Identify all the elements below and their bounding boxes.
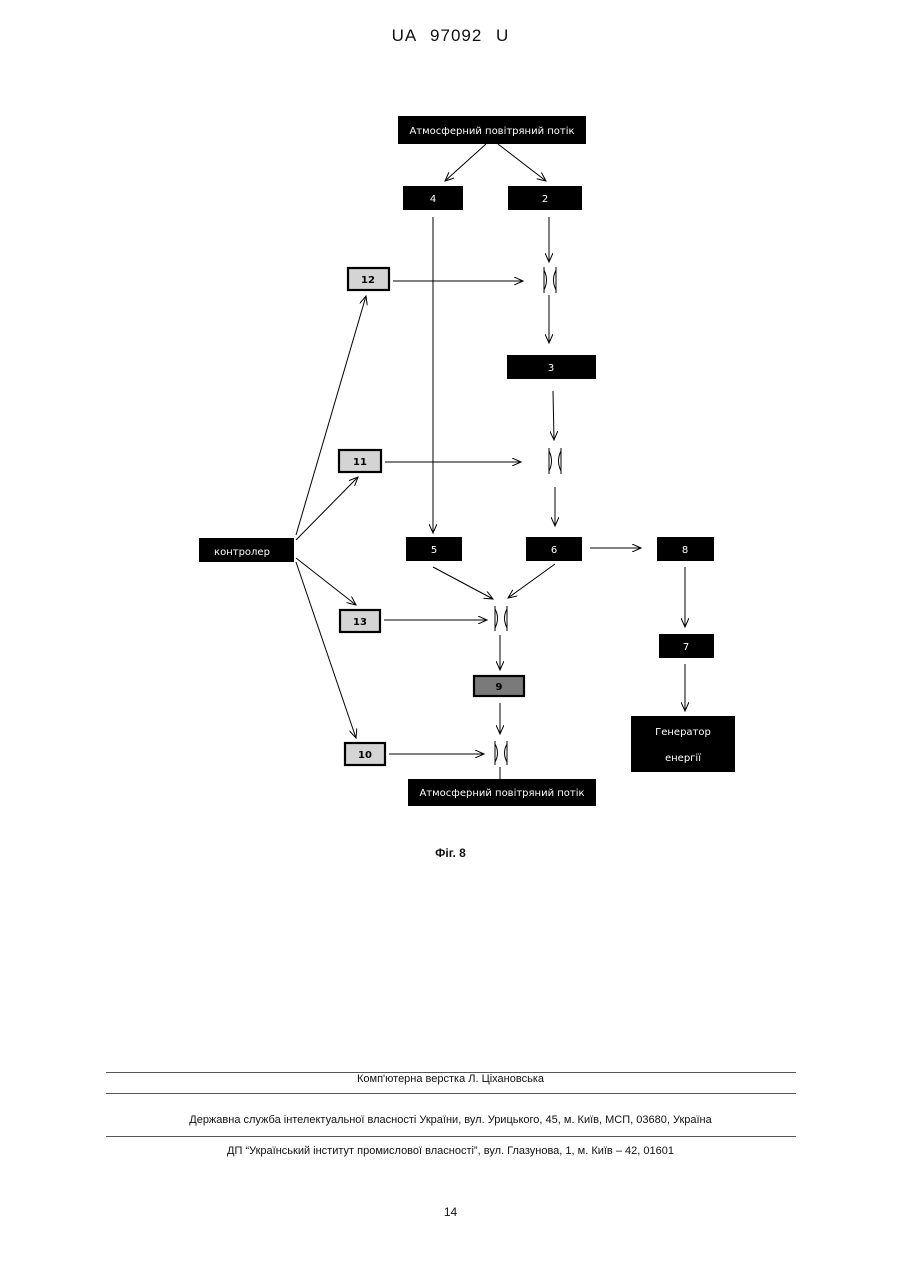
node-3: 3 <box>507 355 596 379</box>
generator-label-line1: Генератор <box>655 727 711 738</box>
node-10: 10 <box>345 743 385 765</box>
node-13-label: 13 <box>353 617 367 628</box>
valve-4 <box>495 741 507 765</box>
node-4-label: 4 <box>430 194 436 205</box>
valve-2 <box>549 448 561 474</box>
generator-label-line2: енергії <box>665 752 701 764</box>
node-8: 8 <box>657 537 714 561</box>
node-7-label: 7 <box>683 642 689 653</box>
footer-rule-middle <box>106 1093 796 1094</box>
footer-rule-bottom <box>106 1136 796 1137</box>
node-2-label: 2 <box>542 194 548 205</box>
node-6: 6 <box>526 537 582 561</box>
node-10-label: 10 <box>358 750 372 761</box>
controller-label: контролер <box>214 547 270 558</box>
top-airflow-box: Атмосферний повітряний потік <box>398 116 586 144</box>
arrow-6-to-valve3 <box>508 564 555 598</box>
node-2: 2 <box>508 186 582 210</box>
arrow-controller-to-11 <box>296 477 358 540</box>
node-12: 12 <box>348 268 389 290</box>
arrow-controller-to-12 <box>296 296 366 535</box>
node-11-label: 11 <box>353 457 367 468</box>
valve-1 <box>544 267 556 293</box>
node-9: 9 <box>474 676 524 696</box>
footer-layout-credit: Комп'ютерна верстка Л. Ціхановська <box>0 1073 901 1085</box>
top-airflow-label: Атмосферний повітряний потік <box>409 125 574 137</box>
footer-office-address: Державна служба інтелектуальної власност… <box>0 1114 901 1126</box>
arrow-3-to-valve2 <box>553 391 554 440</box>
bottom-airflow-label: Атмосферний повітряний потік <box>419 787 584 799</box>
node-11: 11 <box>339 450 381 472</box>
node-13: 13 <box>340 610 380 632</box>
node-12-label: 12 <box>361 275 375 286</box>
arrow-controller-to-13 <box>296 558 356 605</box>
generator-box: Генератор енергії <box>631 716 735 772</box>
node-8-label: 8 <box>682 545 688 556</box>
node-3-label: 3 <box>548 363 554 374</box>
node-4: 4 <box>403 186 463 210</box>
figure-caption: Фіг. 8 <box>0 846 901 860</box>
arrow-controller-to-10 <box>296 562 356 738</box>
node-7: 7 <box>659 634 714 658</box>
node-6-label: 6 <box>551 545 557 556</box>
node-5-label: 5 <box>431 545 437 556</box>
arrow-top-to-2 <box>498 144 546 181</box>
arrow-5-to-valve3 <box>433 567 493 599</box>
footer-institute-address: ДП “Український інститут промислової вла… <box>0 1145 901 1157</box>
arrow-top-to-4 <box>445 144 486 181</box>
node-9-label: 9 <box>496 682 503 693</box>
node-5: 5 <box>406 537 462 561</box>
valve-3 <box>495 606 507 631</box>
page-number: 14 <box>0 1205 901 1219</box>
bottom-airflow-box: Атмосферний повітряний потік <box>408 779 596 806</box>
controller-box: контролер <box>199 538 294 562</box>
